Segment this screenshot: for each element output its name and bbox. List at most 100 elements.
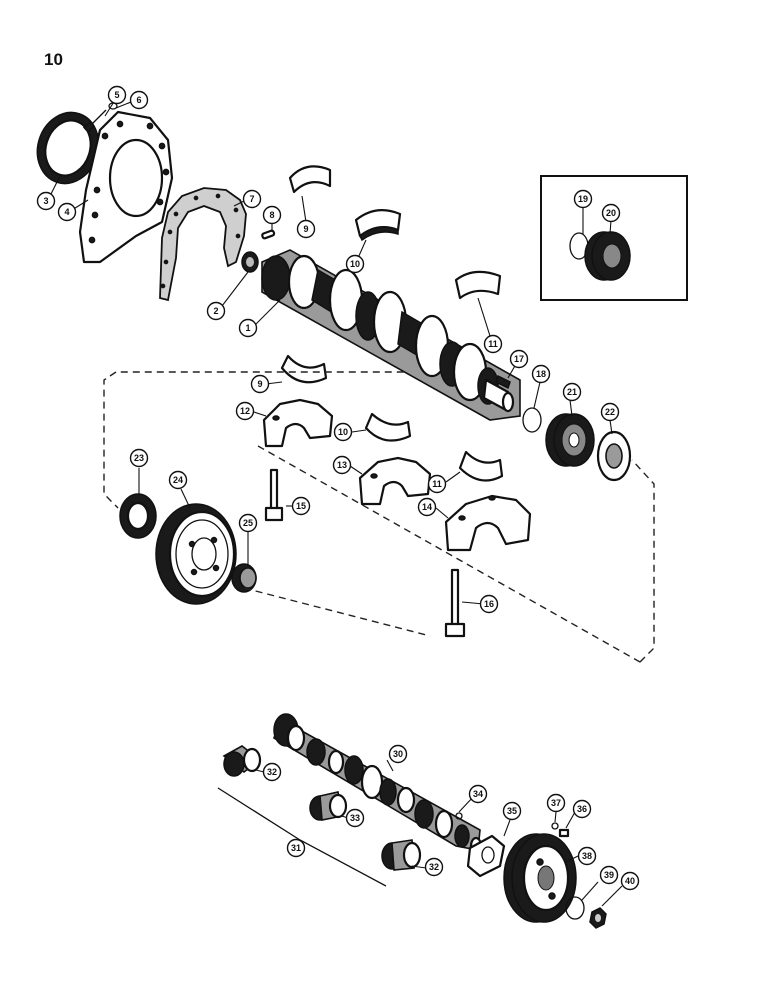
svg-text:24: 24 [173,475,183,485]
svg-text:1: 1 [245,323,250,333]
callout-5: 5 [107,85,127,105]
svg-text:11: 11 [488,339,498,349]
pilot-bushing [241,251,259,273]
callout-9: 9 [296,219,316,239]
camshaft [273,713,483,856]
front-oil-seal [119,493,157,539]
callout-30: 30 [388,744,408,764]
svg-text:14: 14 [422,502,432,512]
svg-text:5: 5 [114,90,119,100]
callout-36: 36 [572,799,592,819]
main-bearing-cap-rear [444,494,532,552]
svg-text:31: 31 [291,843,301,853]
callout-32-lower: 32 [424,857,444,877]
callout-14: 14 [417,497,437,517]
callout-3: 3 [36,191,56,211]
svg-text:32: 32 [267,767,277,777]
callout-33: 33 [345,808,365,828]
leader-lines [48,96,623,907]
svg-text:40: 40 [625,876,635,886]
callout-15: 15 [291,496,311,516]
bearing-group-bracket [217,787,387,887]
callout-31: 31 [286,838,306,858]
svg-text:10: 10 [350,259,360,269]
svg-text:37: 37 [551,798,561,808]
callout-18: 18 [531,364,551,384]
callout-10-lower: 10 [333,422,353,442]
svg-text:33: 33 [350,813,360,823]
main-bearing-bolt-short [264,468,284,522]
lower-bearing-shell-9 [280,354,328,384]
inset-detail-box [540,175,688,301]
callout-34: 34 [468,784,488,804]
callout-6: 6 [129,90,149,110]
camshaft-gear [503,833,577,923]
callout-11-lower: 11 [427,474,447,494]
retainer-screw [82,109,107,133]
callout-25: 25 [238,513,258,533]
svg-text:39: 39 [604,870,614,880]
callout-13: 13 [332,455,352,475]
svg-text:38: 38 [582,851,592,861]
svg-text:35: 35 [507,806,517,816]
assembly-outline-dashed [103,371,655,663]
lower-bearing-shell-10 [364,412,412,442]
callout-7: 7 [242,189,262,209]
callout-2: 2 [206,301,226,321]
thrust-plate [466,834,506,878]
svg-text:10: 10 [338,427,348,437]
callout-1: 1 [238,318,258,338]
svg-text:2: 2 [213,306,218,316]
callout-40: 40 [620,871,640,891]
camshaft-plug [455,812,463,820]
dowel-pin [261,229,276,240]
callout-17: 17 [509,349,529,369]
callout-19: 19 [573,189,593,209]
rear-oil-seal [36,111,100,185]
svg-text:23: 23 [134,453,144,463]
svg-text:21: 21 [567,387,577,397]
svg-text:15: 15 [296,501,306,511]
svg-text:8: 8 [269,210,274,220]
callout-21: 21 [562,382,582,402]
upper-bearing-shell-10 [354,209,402,242]
upper-bearing-shell-11 [454,270,502,300]
callout-35: 35 [502,801,522,821]
crankshaft-gear [545,413,595,467]
svg-text:22: 22 [605,407,615,417]
upper-bearing-shell-9 [288,165,332,194]
oil-slinger [596,430,632,482]
svg-text:9: 9 [303,224,308,234]
callout-11: 11 [483,334,503,354]
seal-retainer-plate [78,110,174,264]
gear-washer [565,896,585,920]
crankshaft-pulley [155,503,237,605]
svg-text:16: 16 [484,599,494,609]
svg-text:12: 12 [240,406,250,416]
svg-text:13: 13 [337,460,347,470]
thrust-plate-washer [551,822,559,830]
svg-text:34: 34 [473,789,483,799]
main-bearing-cap-front [262,398,334,448]
svg-text:9: 9 [257,379,262,389]
main-bearing-bolt-long [444,568,466,638]
svg-text:7: 7 [249,194,254,204]
callout-9-lower: 9 [250,374,270,394]
callout-38: 38 [577,846,597,866]
callout-16: 16 [479,594,499,614]
svg-text:18: 18 [536,369,546,379]
main-bearing-cap-center [358,456,432,506]
thrust-plate-screw [558,828,570,838]
lower-bearing-shell-11 [458,450,504,482]
svg-text:6: 6 [136,95,141,105]
callout-37: 37 [546,793,566,813]
callout-10: 10 [345,254,365,274]
callout-22: 22 [600,402,620,422]
svg-text:17: 17 [514,354,524,364]
page-number: 10 [44,50,63,69]
svg-text:32: 32 [429,862,439,872]
svg-text:30: 30 [393,749,403,759]
woodruff-key [495,374,511,390]
svg-text:19: 19 [578,194,588,204]
